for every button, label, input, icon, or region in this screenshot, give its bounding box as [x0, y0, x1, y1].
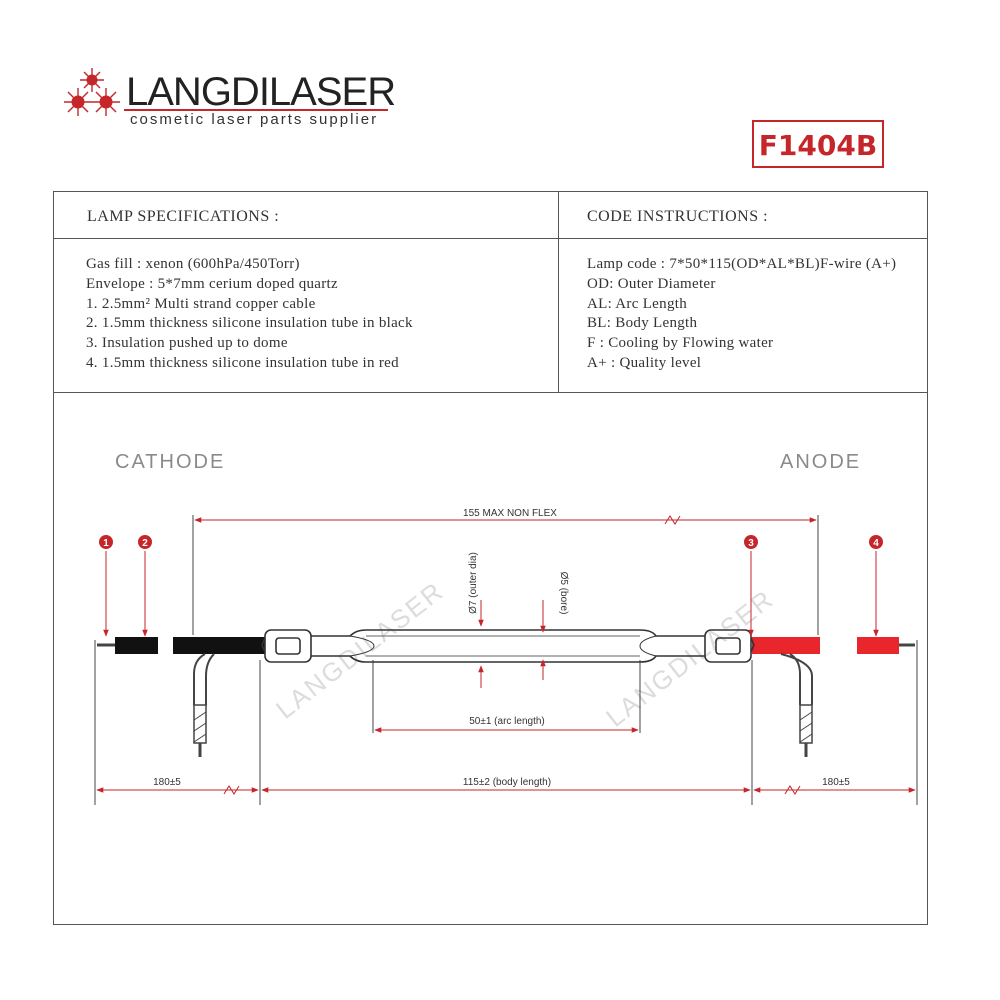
table-column-divider — [558, 191, 559, 392]
callout-2: 2 — [138, 535, 152, 549]
body-length-label: 115±2 (body length) — [463, 777, 551, 788]
spec-line: 4. 1.5mm thickness silicone insulation t… — [86, 354, 399, 371]
dimension-lines — [96, 515, 916, 795]
specifications-header: LAMP SPECIFICATIONS : — [87, 208, 280, 225]
bore-label: Ø5 (bore) — [558, 572, 569, 615]
right-end-cap — [704, 629, 752, 663]
code-line: Lamp code : 7*50*115(OD*AL*BL)F-wire (A+… — [587, 256, 897, 272]
product-code-badge: F1404B — [752, 120, 884, 168]
spec-sheet-frame — [53, 191, 928, 925]
callout-markers: 1 2 3 4 — [99, 535, 883, 549]
dimension-labels: 155 MAX NON FLEX Ø7 (outer dia) Ø5 (bore… — [153, 508, 850, 788]
lamp-drawing: LANGDILASER LANGDILASER — [94, 508, 918, 805]
spec-line: 1. 2.5mm² Multi strand copper cable — [86, 295, 316, 312]
arc-length-label: 50±1 (arc length) — [469, 716, 545, 727]
callout-1-number: 1 — [103, 538, 109, 549]
red-insulation-tube — [752, 637, 820, 654]
outer-dia-label: Ø7 (outer dia) — [468, 552, 479, 614]
brand-tagline: cosmetic laser parts supplier — [130, 111, 379, 128]
code-line: A+ : Quality level — [587, 354, 702, 371]
code-instructions-list: Lamp code : 7*50*115(OD*AL*BL)F-wire (A+… — [587, 255, 896, 374]
callouts — [103, 551, 879, 637]
watermark: LANGDILASER LANGDILASER — [270, 575, 779, 732]
spec-line: 3. Insulation pushed up to dome — [86, 335, 288, 352]
spec-line: Gas fill : xenon (600hPa/450Torr) — [86, 256, 300, 272]
callout-3-number: 3 — [748, 538, 754, 549]
brand-name: LANGDILASER — [126, 70, 396, 114]
extension-lines — [94, 515, 918, 805]
cathode-label: CATHODE — [115, 451, 226, 473]
laser-burst-icon — [64, 68, 120, 116]
code-line: BL: Body Length — [587, 315, 698, 332]
black-insulation-tube — [173, 637, 265, 654]
callout-2-number: 2 — [142, 538, 148, 549]
code-line: AL: Arc Length — [587, 295, 688, 312]
code-instructions-header: CODE INSTRUCTIONS : — [587, 208, 769, 225]
table-header-divider — [53, 238, 928, 239]
langdilaser-logo — [64, 68, 388, 116]
callout-3: 3 — [744, 535, 758, 549]
left-end-cap — [264, 629, 312, 663]
black-insulation-tube — [115, 637, 158, 654]
non-flex-label: 155 MAX NON FLEX — [463, 508, 557, 519]
table-bottom-divider — [53, 392, 928, 393]
code-line: F : Cooling by Flowing water — [587, 335, 774, 352]
watermark-text: LANGDILASER — [600, 583, 779, 732]
anode-label: ANODE — [780, 451, 862, 473]
specifications-list: Gas fill : xenon (600hPa/450Torr) Envelo… — [86, 255, 413, 374]
callout-1: 1 — [99, 535, 113, 549]
spec-line: Envelope : 5*7mm cerium doped quartz — [86, 275, 338, 292]
red-insulation-tube — [857, 637, 899, 654]
watermark-text: LANGDILASER — [270, 575, 449, 724]
right-lead — [752, 637, 915, 757]
callout-4: 4 — [869, 535, 883, 549]
code-line: OD: Outer Diameter — [587, 275, 716, 292]
lamp-envelope — [261, 629, 755, 663]
callout-4-number: 4 — [873, 538, 879, 549]
left-lead — [97, 637, 265, 757]
spec-line: 2. 1.5mm thickness silicone insulation t… — [86, 315, 413, 332]
left-lead-label: 180±5 — [153, 777, 181, 788]
right-lead-label: 180±5 — [822, 777, 850, 788]
